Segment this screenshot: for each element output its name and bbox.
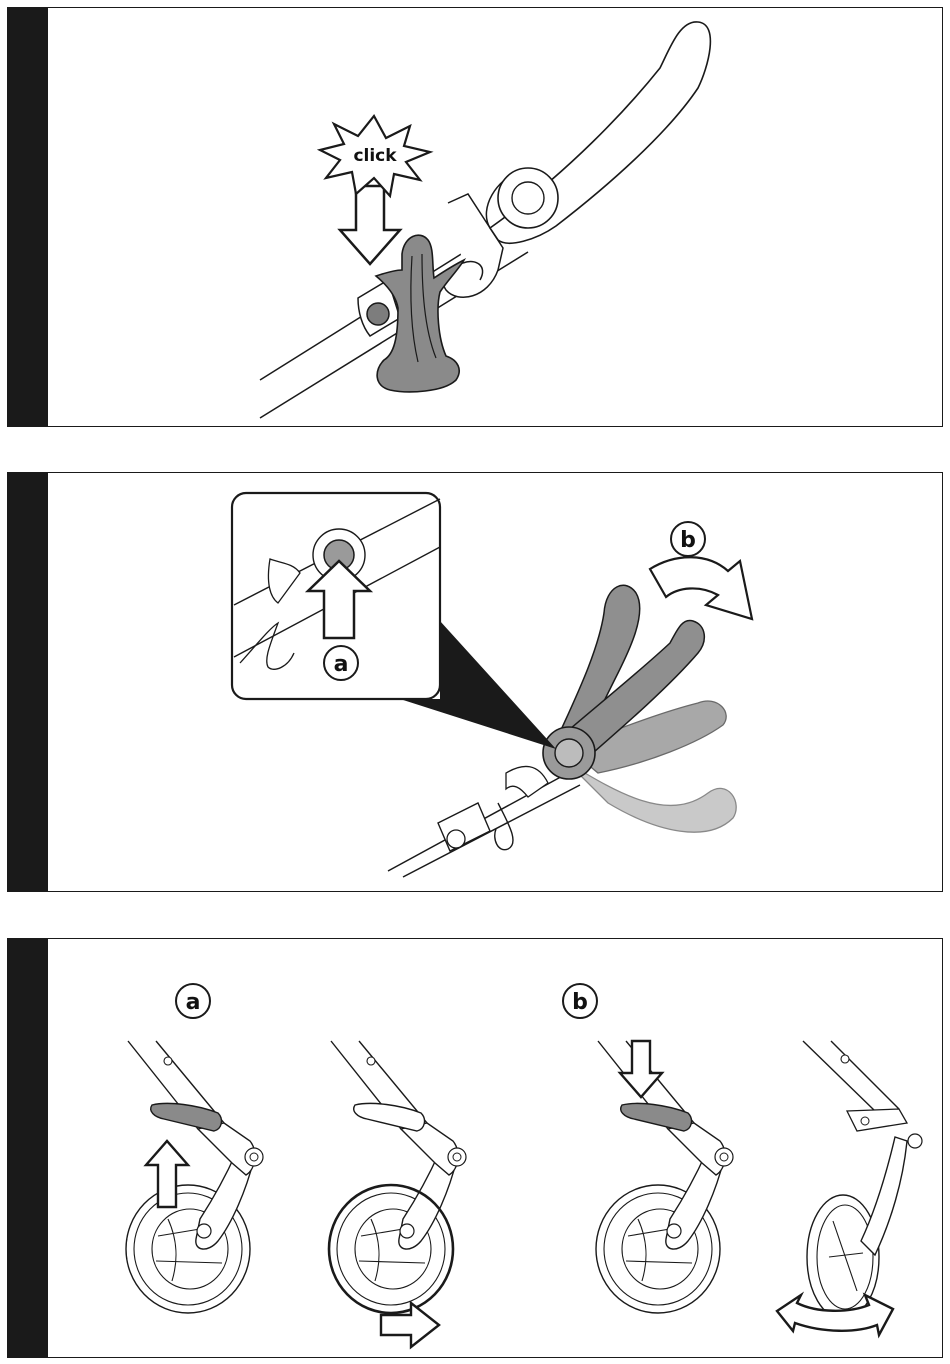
push-down-arrow <box>620 1041 662 1097</box>
wheel-illustration: a b <box>8 939 943 1358</box>
wheel-figure-a2 <box>329 1041 466 1347</box>
bracket-loop <box>443 194 503 297</box>
push-down-arrow <box>340 186 400 264</box>
instruction-panel-2: a b <box>7 472 943 892</box>
callout-b-label: b <box>680 528 696 553</box>
click-label: click <box>353 146 397 166</box>
wheel-figure-a1 <box>126 1041 263 1313</box>
wheel-figure-b1 <box>596 1041 733 1313</box>
callout-b-label: b <box>572 990 588 1015</box>
handlebar-illustration-2: a b <box>8 473 943 892</box>
wheel-figure-b2 <box>777 1041 922 1335</box>
release-button <box>367 303 389 325</box>
instruction-panel-1: click <box>7 7 943 427</box>
handlebar-ghost-light <box>568 763 736 832</box>
instruction-panel-3: a b <box>7 938 943 1358</box>
callout-a-label: a <box>334 652 349 677</box>
callout-a-label: a <box>186 990 201 1015</box>
handlebar-illustration-1: click <box>8 8 943 427</box>
rotate-arrow <box>650 557 752 619</box>
